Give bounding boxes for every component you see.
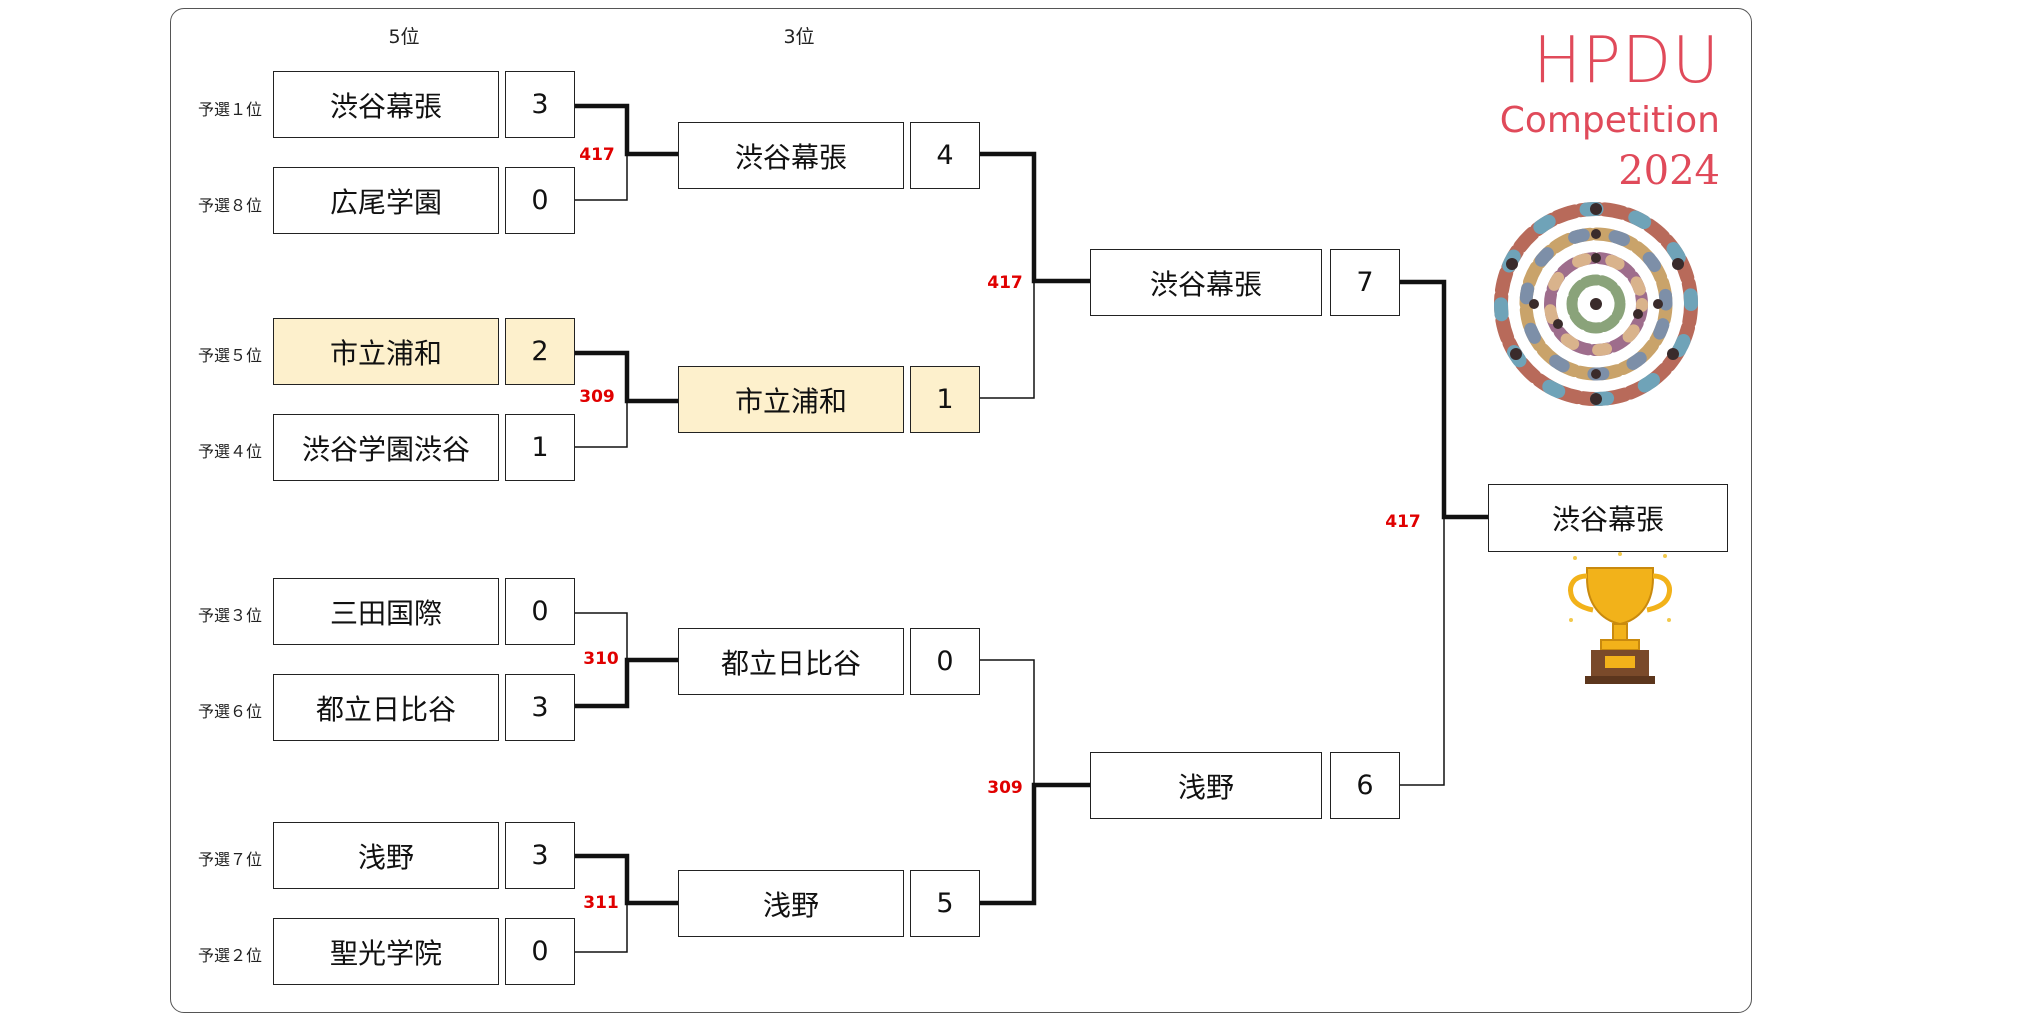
score-box: 0 — [505, 167, 575, 234]
header-fifth-place: 5位 — [388, 26, 420, 48]
score-box: 4 — [910, 122, 980, 189]
seed-label: 予選３位 — [197, 606, 262, 625]
room-label: 417 — [987, 273, 1023, 293]
score-box: 0 — [505, 578, 575, 645]
people-spiral-illustration — [1494, 202, 1698, 406]
team-box: 渋谷幕張 — [1090, 249, 1322, 316]
team-box: 浅野 — [678, 870, 904, 937]
score-box: 6 — [1330, 752, 1400, 819]
team-box: 都立日比谷 — [273, 674, 499, 741]
logo-title: HPDU — [1533, 24, 1720, 98]
seed-label: 予選８位 — [197, 196, 262, 215]
connector-r1-m1-winner — [575, 103, 678, 157]
champion-box: 渋谷幕張 — [1488, 484, 1728, 552]
seed-label: 予選７位 — [197, 850, 262, 869]
score-box: 7 — [1330, 249, 1400, 316]
score-box: 3 — [505, 71, 575, 138]
team-box-highlighted: 市立浦和 — [273, 318, 499, 385]
connector-r1-m4-winner — [575, 853, 678, 906]
logo-year: 2024 — [1618, 148, 1720, 194]
seed-label: 予選４位 — [197, 442, 262, 461]
team-box: 浅野 — [273, 822, 499, 889]
connector-r1-m2-winner — [575, 350, 678, 404]
team-box: 聖光学院 — [273, 918, 499, 985]
seed-label: 予選６位 — [197, 702, 262, 721]
connector-final-loser — [1400, 517, 1445, 786]
connector-r2-m1-loser — [979, 281, 1035, 399]
trophy-icon — [1568, 552, 1672, 684]
room-label: 311 — [583, 893, 619, 913]
connector-r2-m2-winner — [979, 782, 1090, 906]
connector-r2-m1-winner — [979, 151, 1090, 284]
score-box: 3 — [505, 674, 575, 741]
score-box: 0 — [505, 918, 575, 985]
connector-r1-m3-loser — [575, 612, 628, 660]
room-label: 309 — [579, 387, 615, 407]
team-box: 都立日比谷 — [678, 628, 904, 695]
team-box-highlighted: 市立浦和 — [678, 366, 904, 433]
score-box: 5 — [910, 870, 980, 937]
score-box-highlighted: 1 — [910, 366, 980, 433]
room-label: 309 — [987, 778, 1023, 798]
score-box: 1 — [505, 414, 575, 481]
team-box: 渋谷幕張 — [678, 122, 904, 189]
seed-label: 予選５位 — [197, 346, 262, 365]
connector-final-winner — [1400, 279, 1488, 520]
score-box: 0 — [910, 628, 980, 695]
seed-label: 予選２位 — [197, 946, 262, 965]
bracket-frame — [170, 8, 1752, 1013]
team-box: 三田国際 — [273, 578, 499, 645]
room-label: 417 — [1385, 512, 1421, 532]
room-label: 310 — [583, 649, 619, 669]
connector-r1-m3-winner — [575, 657, 678, 709]
score-box: 3 — [505, 822, 575, 889]
connector-r1-m4-loser — [575, 903, 628, 953]
connector-r1-m1-loser — [575, 154, 628, 201]
header-third-place: 3位 — [783, 26, 815, 48]
team-box: 広尾学園 — [273, 167, 499, 234]
seed-label: 予選１位 — [197, 100, 262, 119]
team-box: 渋谷学園渋谷 — [273, 414, 499, 481]
team-box: 浅野 — [1090, 752, 1322, 819]
logo-subtitle: Competition — [1499, 100, 1720, 141]
connector-r1-m2-loser — [575, 401, 628, 448]
connector-r2-m2-loser — [979, 659, 1035, 785]
room-label: 417 — [579, 145, 615, 165]
score-box-highlighted: 2 — [505, 318, 575, 385]
team-box: 渋谷幕張 — [273, 71, 499, 138]
